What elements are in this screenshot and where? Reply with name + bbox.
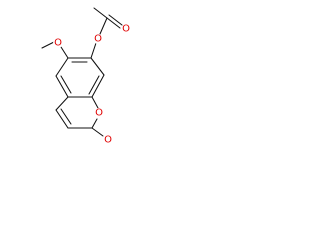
carbonyl-oxygen-background	[121, 24, 131, 34]
aromatic-bond-c5-c6	[55, 57, 69, 77]
methoxy-methyl-bond	[41, 41, 55, 49]
ester-oxygen-label: O	[94, 34, 102, 45]
aromatic-bond-c8-c8a	[91, 74, 105, 98]
aromatic-bond-c4a-c5	[55, 75, 69, 98]
lactone-carbonyl-bond	[91, 127, 104, 137]
lactone-c3-c4-bond	[55, 109, 69, 129]
acetyl-carbonyl-bond-1	[106, 17, 121, 29]
molecule-structure: O O O O O	[41, 7, 131, 146]
methoxy-oxygen-label: O	[54, 38, 62, 49]
ring-oxygen-c2-bond	[91, 118, 98, 129]
carbonyl-oxygen-label: O	[122, 24, 130, 35]
methoxy-ring-bond	[60, 46, 69, 59]
ring-oxygen-label: O	[95, 108, 103, 119]
lactone-carbonyl-oxygen-background	[103, 135, 113, 145]
lactone-c4-c4a-bond	[55, 96, 69, 111]
methoxy-oxygen-background	[53, 38, 63, 48]
structure-canvas: O O O O O	[0, 0, 150, 150]
aromatic-inner-bond-c4a-c5	[60, 75, 72, 94]
ring-oxygen-c8a-bond	[91, 96, 99, 109]
acetyl-carbonyl-bond-2	[108, 14, 123, 26]
ester-oxygen-background	[93, 34, 103, 44]
acetyl-ester-bond	[99, 17, 108, 35]
aromatic-bond-c7-c8	[90, 57, 105, 76]
lactone-carbonyl-oxygen-label: O	[104, 135, 112, 146]
ester-oxygen-ring-bond	[90, 42, 97, 59]
acetyl-methyl-bond	[93, 7, 108, 19]
lactone-inner-bond-c3-c4	[60, 108, 72, 125]
aromatic-inner-bond-c8-c8a	[88, 75, 100, 95]
ring-oxygen-background	[94, 108, 104, 118]
